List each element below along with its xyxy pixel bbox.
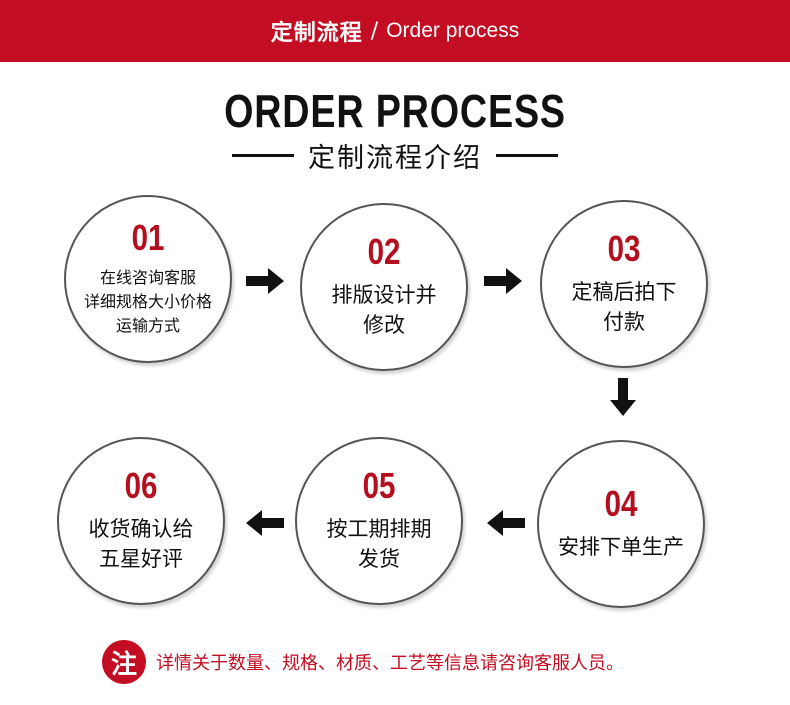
step-number: 05 [362, 465, 396, 506]
arrow-left-icon [246, 510, 284, 536]
step-04-circle: 04 安排下单生产 [537, 440, 705, 608]
step-01-circle: 01 在线咨询客服 详细规格大小价格 运输方式 [64, 195, 232, 363]
step-text-line: 详细规格大小价格 [83, 292, 212, 311]
step-number: 02 [367, 231, 401, 272]
footer-note: 注 详情关于数量、规格、材质、工艺等信息请咨询客服人员。 [102, 640, 624, 684]
step-text-line: 排版设计并 [331, 283, 437, 307]
step-text-line: 发货 [358, 547, 400, 571]
step-text-line: 运输方式 [115, 316, 180, 335]
step-text-line: 付款 [603, 310, 645, 334]
step-text-line: 安排下单生产 [558, 535, 684, 559]
step-text-line: 五星好评 [99, 547, 183, 571]
step-text-line: 定稿后拍下 [571, 280, 677, 304]
arrow-right-icon [484, 268, 522, 294]
page-title: ORDER PROCESS [224, 85, 566, 137]
step-number: 04 [604, 483, 638, 524]
note-badge: 注 [102, 640, 146, 684]
banner-separator: / [370, 18, 379, 44]
step-text-line: 按工期排期 [326, 517, 432, 541]
step-text-line: 收货确认给 [88, 517, 194, 541]
page-subtitle: 定制流程介绍 [308, 143, 482, 174]
step-text-line: 在线咨询客服 [99, 268, 196, 287]
step-text-line: 修改 [363, 313, 405, 337]
banner-title-en: Order process [386, 19, 520, 42]
step-number: 06 [124, 465, 158, 506]
subtitle-row: 定制流程介绍 [0, 136, 790, 175]
step-number: 03 [607, 228, 641, 269]
step-02-circle: 02 排版设计并 修改 [300, 203, 468, 371]
banner-title: 定制流程 [270, 21, 363, 46]
divider-right [496, 154, 558, 157]
arrow-right-icon [246, 268, 284, 294]
arrow-left-icon [487, 510, 525, 536]
step-05-circle: 05 按工期排期 发货 [295, 437, 463, 605]
step-number: 01 [131, 217, 165, 258]
step-03-circle: 03 定稿后拍下 付款 [540, 200, 708, 368]
note-text: 详情关于数量、规格、材质、工艺等信息请咨询客服人员。 [156, 653, 624, 674]
step-06-circle: 06 收货确认给 五星好评 [57, 437, 225, 605]
header-banner: 定制流程 / Order process [0, 0, 790, 62]
arrow-down-icon [610, 378, 636, 416]
divider-left [232, 154, 294, 157]
